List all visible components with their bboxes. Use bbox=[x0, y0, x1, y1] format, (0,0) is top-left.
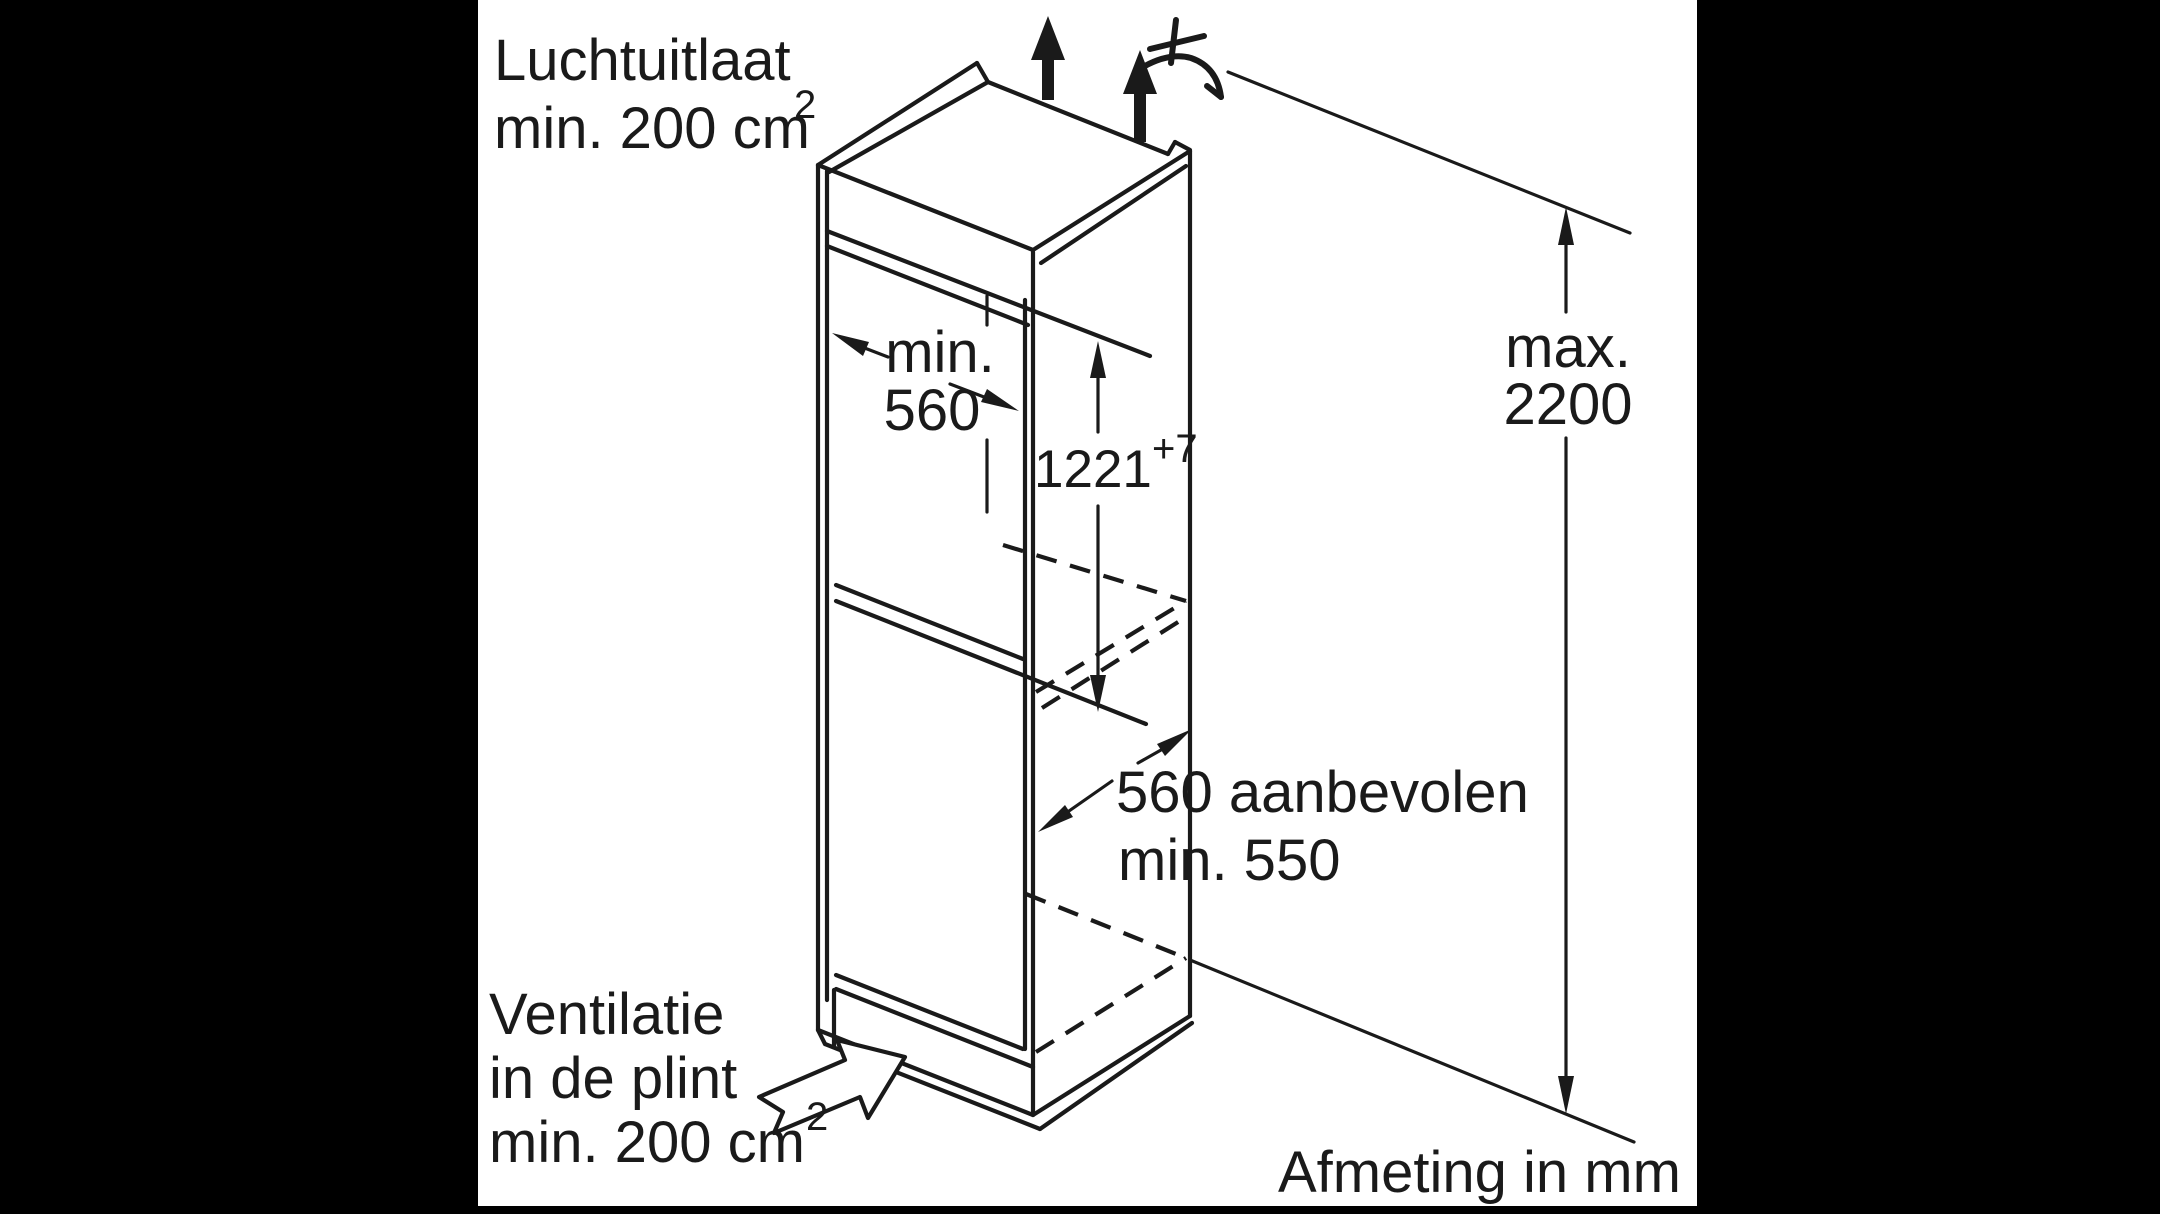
label-air-outlet: Luchtuitlaat min. 200 cm 2 bbox=[494, 28, 816, 161]
plinth-vent-line3: min. 200 cm bbox=[489, 1110, 805, 1175]
niche-height-value: 1221 bbox=[1034, 440, 1152, 499]
dimension-arrowhead bbox=[1090, 675, 1106, 712]
airflow-up-arrow-icon bbox=[1031, 16, 1065, 100]
intermediate-shelf bbox=[833, 582, 1149, 727]
inner-depth-label-line2: 560 bbox=[884, 378, 981, 443]
inner-depth-label-line1: min. bbox=[885, 320, 995, 385]
cabinet-outline bbox=[815, 60, 1195, 1132]
dimension-arrowhead bbox=[832, 333, 869, 356]
airflow-up-arrow-icon bbox=[1123, 50, 1157, 142]
dimension-arrowhead bbox=[1558, 1076, 1574, 1114]
dimension-arrowhead bbox=[1157, 729, 1192, 756]
max-height-label-line1: max. bbox=[1505, 315, 1631, 380]
dimension-arrowhead bbox=[1038, 805, 1073, 832]
air-outlet-superscript: 2 bbox=[794, 83, 816, 127]
hidden-edges bbox=[1002, 542, 1188, 1054]
plinth-vent-superscript: 2 bbox=[806, 1095, 828, 1139]
dimension-arrowhead bbox=[1090, 341, 1106, 378]
niche-top-frame bbox=[824, 228, 1153, 359]
air-outlet-line2: min. 200 cm bbox=[494, 96, 810, 161]
units-note: Afmeting in mm bbox=[1278, 1140, 1681, 1205]
cut-mark-icon bbox=[1140, 17, 1224, 100]
plinth-vent-line2: in de plint bbox=[489, 1046, 737, 1111]
dimension-inner-depth: min. 560 bbox=[832, 294, 1019, 514]
recess-depth-label-line1: 560 aanbevolen bbox=[1116, 760, 1529, 825]
dimension-recess-depth: 560 aanbevolen min. 550 bbox=[1038, 729, 1529, 893]
niche-height-tolerance: +7 bbox=[1152, 427, 1198, 471]
max-height-label-line2: 2200 bbox=[1503, 372, 1632, 437]
dimension-arrowhead bbox=[981, 389, 1019, 411]
plinth-vent-line1: Ventilatie bbox=[489, 982, 724, 1047]
plinth-recess bbox=[815, 972, 1043, 1132]
drawing-panel bbox=[478, 0, 1697, 1206]
air-outlet-line1: Luchtuitlaat bbox=[494, 28, 791, 93]
plinth-airflow-arrow-icon bbox=[756, 1037, 908, 1136]
dimension-niche-height: 1221 +7 bbox=[1034, 341, 1198, 712]
dimension-arrowhead bbox=[1558, 207, 1574, 245]
recess-depth-label-line2: min. 550 bbox=[1118, 828, 1340, 893]
dimension-max-height: max. 2200 bbox=[1188, 70, 1636, 1144]
label-plinth-vent: Ventilatie in de plint min. 200 cm 2 bbox=[489, 982, 828, 1175]
